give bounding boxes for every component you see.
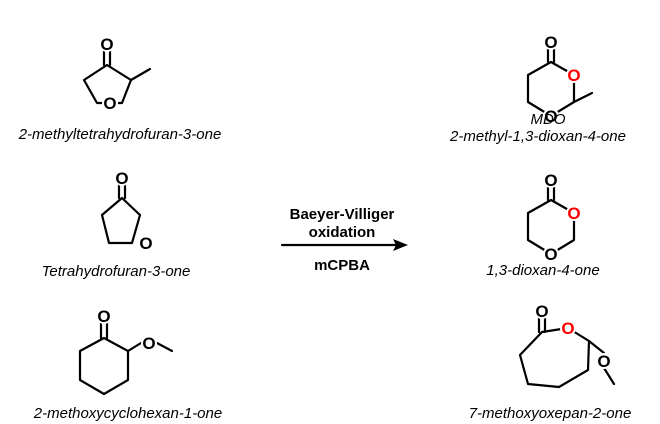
atom-o-carbonyl: O: [115, 169, 128, 188]
molecule-mdo: O O O: [526, 33, 594, 126]
atom-o-ring-inserted: O: [567, 204, 580, 223]
atom-o-carbonyl: O: [544, 33, 557, 52]
reactant-label-2: Tetrahydrofuran-3-one: [42, 263, 191, 280]
atom-o-ring: O: [544, 107, 557, 126]
reagent-label: mCPBA: [314, 257, 370, 274]
reactant-label-3: 2-methoxycyclohexan-1-one: [33, 405, 222, 422]
product-label-1: 2-methyl-1,3-dioxan-4-one: [449, 128, 626, 145]
atom-o-ring: O: [544, 245, 557, 264]
atom-o-methoxy: O: [597, 352, 610, 371]
atom-o-carbonyl: O: [544, 171, 557, 190]
atom-o-carbonyl: O: [97, 307, 110, 326]
reaction-condition-line2: oxidation: [309, 224, 376, 241]
reaction-condition-line1: Baeyer-Villiger: [290, 206, 395, 223]
reactant-label-1: 2-methyltetrahydrofuran-3-one: [18, 126, 222, 143]
atom-o-ring: O: [139, 234, 152, 253]
atom-o-methoxy: O: [142, 334, 155, 353]
product-label-2: 1,3-dioxan-4-one: [486, 262, 599, 279]
molecule-tetrahydrofuran-3-one: O O: [100, 169, 154, 253]
molecule-2-methyltetrahydrofuran-3-one: O O: [82, 35, 152, 113]
product-abbr-mdo: MDO: [531, 111, 566, 128]
product-label-3: 7-methoxyoxepan-2-one: [469, 405, 632, 422]
atom-o-ring-inserted: O: [567, 66, 580, 85]
molecule-7-methoxyoxepan-2-one: O O O: [518, 302, 616, 389]
molecule-1-3-dioxan-4-one: O O O: [526, 171, 582, 264]
molecule-2-methoxycyclohexan-1-one: O O: [78, 307, 174, 396]
atom-o-ring-inserted: O: [561, 319, 574, 338]
reaction-arrow: [280, 239, 408, 251]
atom-o-carbonyl: O: [100, 35, 113, 54]
atom-o-ring: O: [103, 94, 116, 113]
atom-o-carbonyl: O: [535, 302, 548, 321]
